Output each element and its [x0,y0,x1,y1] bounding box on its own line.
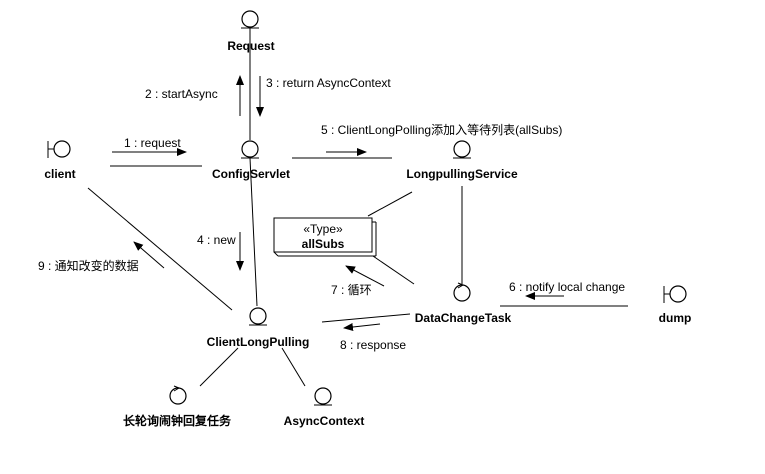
link-allsubs-datachangetask [369,253,415,285]
client-label: client [44,167,75,181]
client-boundary-icon [47,140,71,158]
allsubs-type-box: «Type» allSubs [273,217,377,257]
timeouttask-control-icon [169,385,187,405]
clientlongpulling-label: ClientLongPulling [207,335,310,349]
link-longpollingservice-allsubs [367,191,413,217]
timeouttask-label: 长轮询闹钟回复任务 [123,413,232,428]
asynccontext-entity-icon [314,387,332,406]
message-6-label: 6 : notify local change [509,280,625,294]
dump-boundary-icon [663,285,687,303]
request-entity-icon [241,10,259,29]
message-8-label: 8 : response [340,338,406,352]
longpollingservice-entity-icon [453,140,471,159]
configservlet-entity-icon [241,140,259,159]
link-clientlongpulling-asynccontext [281,347,306,387]
longpollingservice-label: LongpullingService [406,167,518,181]
message-7-label: 7 : 循环 [331,283,372,297]
message-2-label: 2 : startAsync [145,87,218,101]
arrow-9-notify-changed-data [133,241,165,269]
asynccontext-label: AsyncContext [284,414,365,428]
datachangetask-label: DataChangeTask [415,311,512,325]
configservlet-label: ConfigServlet [212,167,290,181]
allsubs-stereotype: «Type» [303,222,343,236]
link-clientlongpulling-timeouttask [199,347,239,387]
clientlongpulling-entity-icon [249,307,267,326]
link-configservlet-clientlongpulling [249,157,258,307]
message-9-label: 9 : 通知改变的数据 [38,258,139,273]
message-1-label: 1 : request [124,136,181,150]
message-3-label: 3 : return AsyncContext [266,76,391,90]
link-datachangetask-clientlongpulling [321,313,411,323]
request-label: Request [227,39,274,53]
datachangetask-control-icon [453,282,471,302]
message-5-label: 5 : ClientLongPolling添加入等待列表(allSubs) [321,123,562,137]
dump-label: dump [659,311,692,325]
allsubs-name: allSubs [302,237,345,251]
arrow-7-loop [345,265,385,287]
message-4-label: 4 : new [197,233,236,247]
arrow-8-response [343,323,381,331]
link-client-clientlongpulling [87,187,233,311]
